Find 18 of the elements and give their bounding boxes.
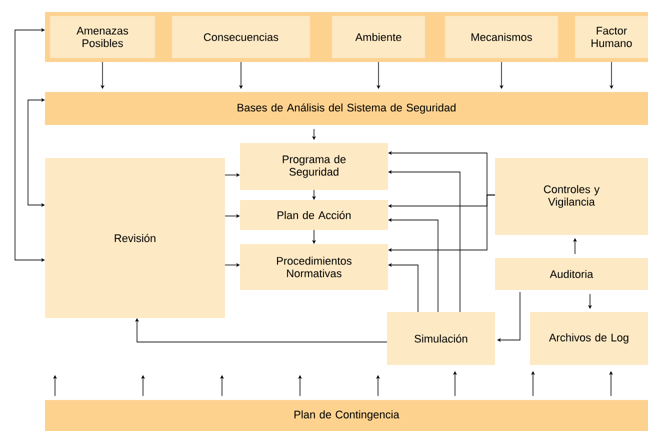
category-box: Ambiente xyxy=(332,16,425,58)
arrow xyxy=(134,318,388,342)
category-box: Factor Humano xyxy=(575,16,648,58)
category-box: Consecuencias xyxy=(172,16,310,58)
process-box: Procedimientos Normativas xyxy=(240,244,388,290)
arrow xyxy=(388,194,496,252)
contingency-band: Plan de Contingencia xyxy=(45,400,648,431)
analysis-band: Bases de Análisis del Sistema de Seguridad xyxy=(45,92,648,125)
audit-box: Auditoria xyxy=(495,258,648,290)
review-box: Revisión xyxy=(45,158,225,318)
arrow xyxy=(497,292,520,342)
control-box: Controles y Vigilancia xyxy=(495,158,648,235)
simulation-box: Simulación xyxy=(387,312,495,365)
log-box: Archivos de Log xyxy=(530,312,648,365)
category-box: Mecanismos xyxy=(445,16,558,58)
process-box: Plan de Acción xyxy=(240,200,388,230)
category-box: Amenazas Posibles xyxy=(50,16,155,58)
process-box: Programa de Seguridad xyxy=(240,143,388,190)
